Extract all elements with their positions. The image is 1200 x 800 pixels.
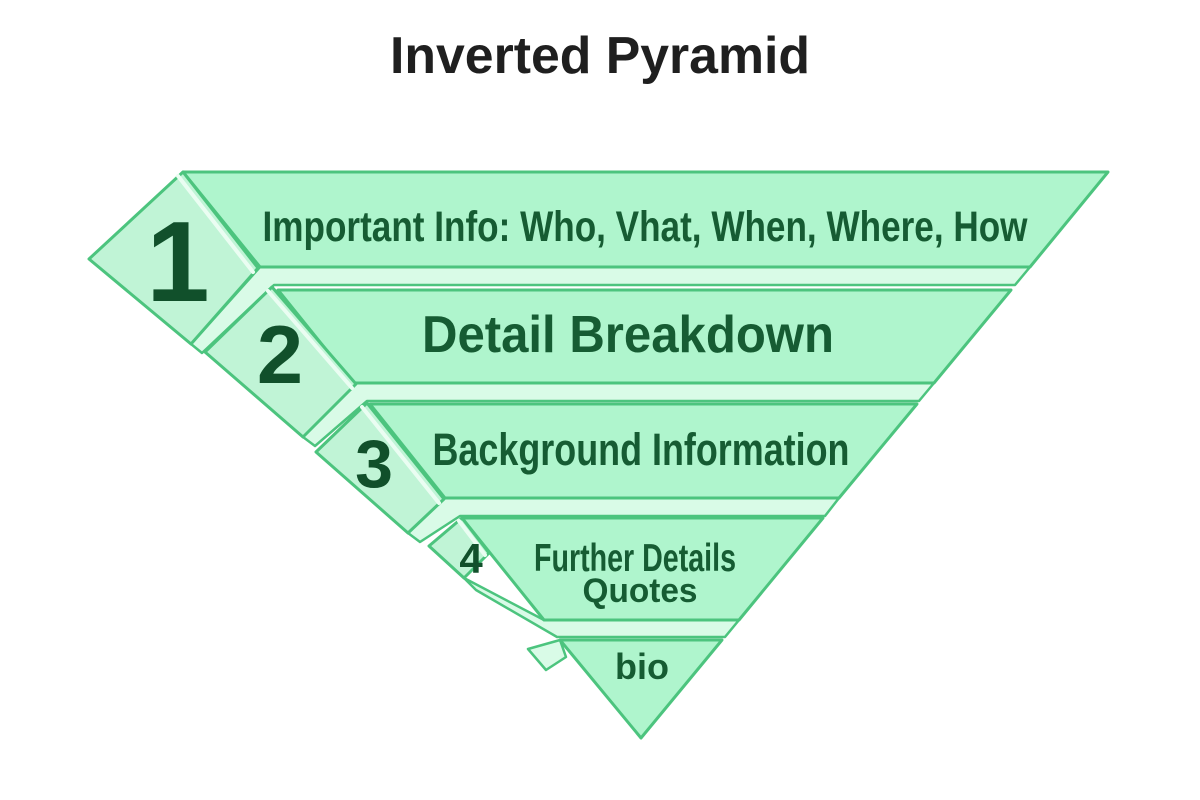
tier-4-diamond-highlight (457, 519, 487, 557)
tier-1-label: Important Info: Who, Vhat, When, Where, … (263, 203, 1028, 251)
page-title: Inverted Pyramid (390, 27, 810, 85)
tier-5-fold (526, 638, 568, 672)
tier-3-number: 3 (355, 426, 393, 502)
tier-4-band (460, 516, 825, 622)
tier-2-number-diamond (203, 285, 358, 439)
tier-5-triangle (558, 638, 724, 740)
tier-4-label-line1: Further Details (534, 537, 736, 580)
tier-5: bio (526, 638, 724, 740)
tier-3-label: Background Information (433, 424, 850, 475)
tier-1-number: 1 (146, 199, 209, 326)
tier-4: 4 Further Details Quotes (427, 516, 825, 639)
tier-1-diamond-highlight (176, 174, 255, 274)
tier-1: 1 Important Info: Who, Vhat, When, Where… (87, 170, 1110, 355)
tier-2: 2 Detail Breakdown (203, 285, 1013, 448)
tier-3-diamond-highlight (360, 405, 441, 505)
tier-4-number-diamond (427, 516, 491, 580)
tier-5-label: bio (615, 646, 669, 687)
tier-2-label: Detail Breakdown (422, 306, 834, 364)
tier-4-label-line2: Quotes (583, 572, 698, 610)
tier-4-number: 4 (459, 535, 483, 582)
tier-3-number-diamond (314, 401, 446, 535)
tier-2-number: 2 (257, 308, 303, 401)
tier-3: 3 Background Information (314, 401, 919, 544)
tier-3-band (368, 402, 919, 500)
tier-2-diamond-highlight (266, 289, 354, 390)
tier-1-number-diamond (87, 170, 260, 346)
